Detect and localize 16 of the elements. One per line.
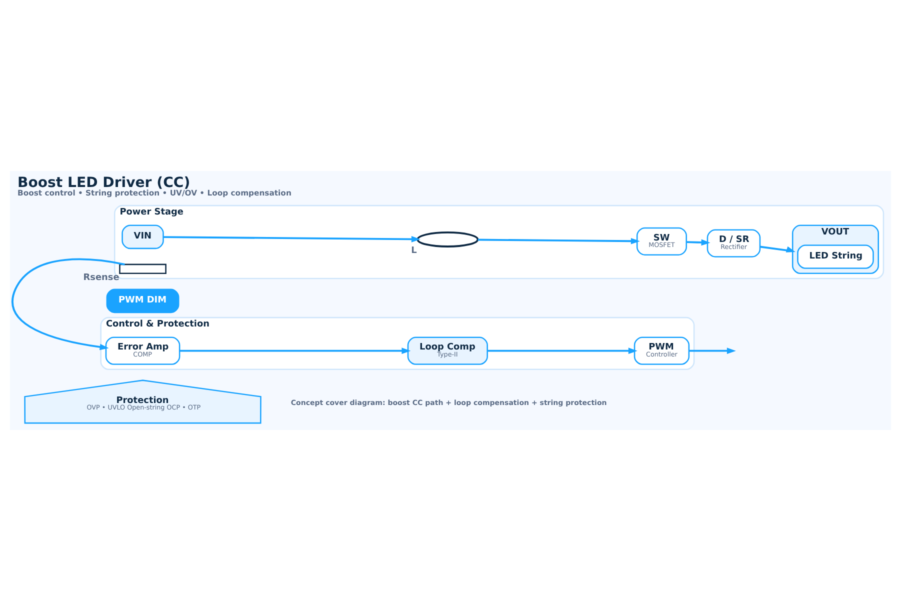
arrow bbox=[11, 258, 124, 350]
node-label: Rsense bbox=[82, 272, 119, 282]
arrow bbox=[487, 347, 637, 354]
node-resistor bbox=[118, 263, 166, 274]
node-box: PWM DIM bbox=[106, 288, 179, 313]
arrow bbox=[179, 347, 410, 354]
arrow bbox=[477, 237, 640, 244]
node-box: VIN bbox=[121, 224, 164, 249]
arrow bbox=[759, 245, 795, 252]
arrow bbox=[162, 236, 420, 242]
node-label: L bbox=[410, 246, 416, 256]
arrow bbox=[688, 347, 736, 354]
node-coil bbox=[416, 230, 478, 247]
arrow bbox=[686, 238, 710, 246]
diagram-title: Boost LED Driver (CC) bbox=[17, 174, 190, 190]
node-box: LED String bbox=[796, 244, 874, 268]
